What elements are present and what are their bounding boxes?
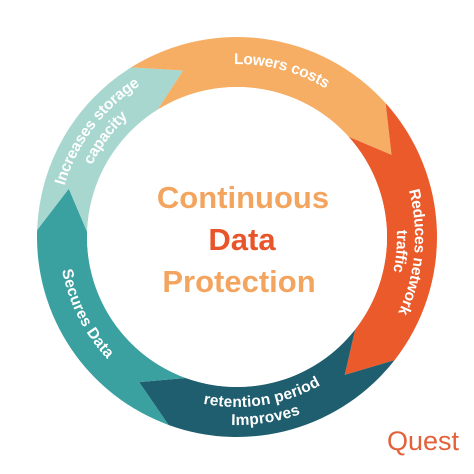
segment-label-reduces-2: traffic (389, 230, 410, 275)
quest-logo: Quest (387, 426, 460, 456)
cycle-segments (36, 36, 437, 437)
center-disc (87, 87, 387, 387)
center-title-line-2: Data (208, 222, 276, 257)
segment-increases (37, 67, 183, 232)
center-title-line-3: Protection (162, 264, 315, 299)
segment-secures (36, 188, 186, 425)
center-title: Continuous Data Protection (157, 180, 329, 299)
segment-reduces (344, 103, 437, 375)
center-title-line-1: Continuous (157, 180, 329, 215)
segment-improves (139, 329, 395, 437)
segment-lowers (131, 36, 392, 155)
